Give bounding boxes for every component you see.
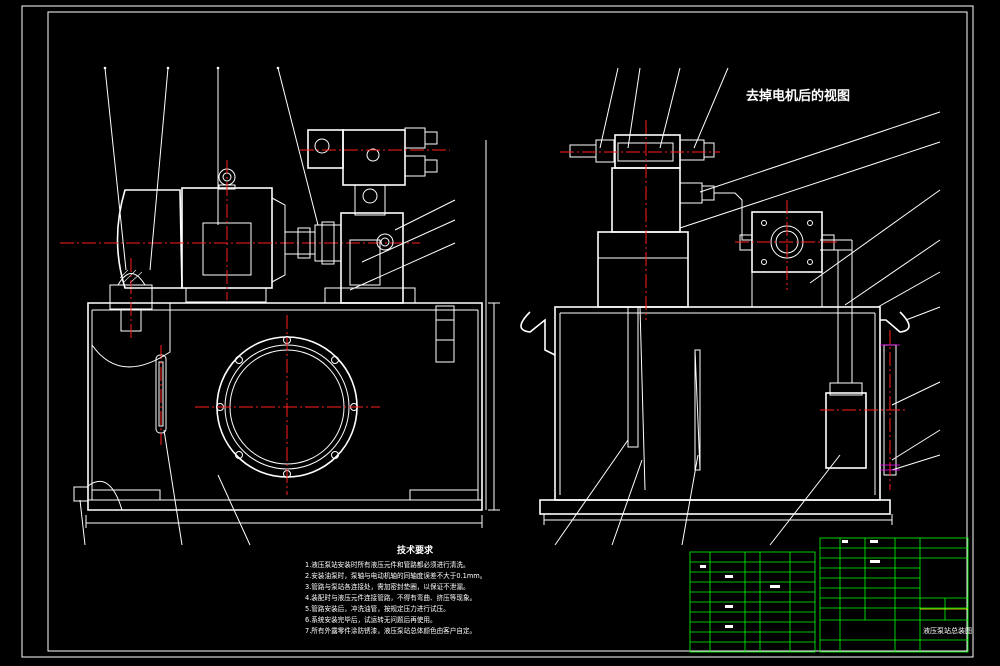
- side-tank-body: [554, 306, 881, 501]
- note-7: 7.所有外露零件涂防锈漆，液压泵站总体颜色由客户自定。: [305, 626, 476, 635]
- return-filter: [435, 305, 455, 363]
- valve-block: [342, 129, 406, 186]
- lifting-hook-right: [880, 311, 910, 333]
- drain-plug: [73, 486, 89, 502]
- bom-table: [689, 551, 816, 653]
- suction-pipe: [627, 306, 639, 448]
- immersion-filter: [825, 392, 867, 469]
- inner-frame: [47, 11, 968, 652]
- note-3: 3.管路与泵站各连接处，需加密封垫圈，以保证不泄漏。: [305, 582, 470, 591]
- pump-inlet: [376, 233, 394, 251]
- bell-mount: [597, 231, 689, 308]
- note-5: 5.管路安装后，冲洗油管，按规定压力进行试压。: [305, 604, 450, 613]
- title-block: [700, 537, 969, 653]
- motor-fan-cover: [116, 189, 183, 289]
- note-4: 4.装配时与液压元件连接管路，不得有弯曲、挤压等现象。: [305, 593, 476, 602]
- filler-breakout: [91, 303, 171, 368]
- side-view: [520, 67, 941, 546]
- magenta-marks: [880, 344, 900, 471]
- front-view: [60, 66, 500, 546]
- view-title: 去掉电机后的视图: [746, 88, 850, 104]
- relief-valve: [307, 129, 344, 169]
- note-6: 6.系统安装完毕后，试运转无问题后再使用。: [305, 615, 437, 624]
- outer-frame: [21, 5, 974, 658]
- leader-lines-right: [554, 67, 941, 546]
- left-pin-dots: [103, 66, 280, 70]
- base-plate: [539, 499, 891, 515]
- note-1: 1.液压泵站安装时所有液压元件和管路都必须进行清洗。: [305, 560, 470, 569]
- note-2: 2.安装油泵时，泵轴与电动机轴的同轴度误差不大于0.1mm。: [305, 571, 486, 580]
- lifting-hook-left: [520, 311, 556, 356]
- title-block-name: 液压泵站总装图: [923, 626, 972, 635]
- leader-lines-left: [79, 67, 456, 546]
- technical-notes: 1.液压泵站安装时所有液压元件和管路都必须进行清洗。 2.安装油泵时，泵轴与电动…: [305, 560, 486, 635]
- notes-title: 技术要求: [397, 544, 434, 556]
